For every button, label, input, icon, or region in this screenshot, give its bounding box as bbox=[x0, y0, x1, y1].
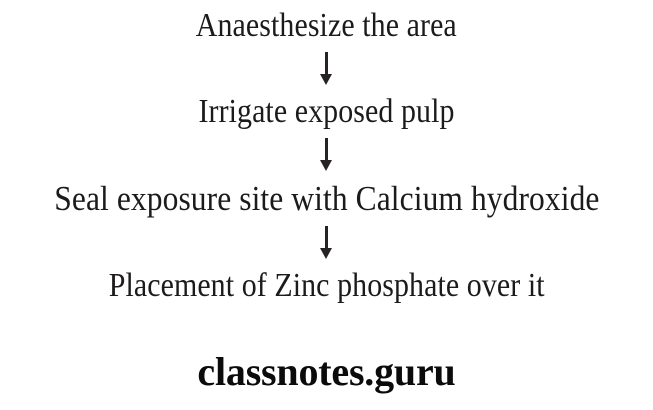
arrow-stem bbox=[325, 138, 328, 163]
down-arrow-icon bbox=[314, 52, 340, 85]
arrow-head bbox=[320, 248, 332, 259]
flowchart-step-3: Seal exposure site with Calcium hydroxid… bbox=[53, 179, 600, 218]
watermark-text: classnotes.guru bbox=[197, 349, 456, 394]
flowchart-step-1: Anaesthesize the area bbox=[195, 7, 458, 44]
arrow-stem bbox=[325, 52, 328, 77]
arrow-head bbox=[320, 74, 332, 85]
down-arrow-icon bbox=[314, 138, 340, 171]
arrow-head bbox=[320, 160, 332, 171]
flowchart-step-4: Placement of Zinc phosphate over it bbox=[108, 267, 545, 304]
down-arrow-icon bbox=[314, 226, 340, 259]
flowchart-step-2: Irrigate exposed pulp bbox=[198, 93, 455, 130]
arrow-stem bbox=[325, 226, 328, 251]
